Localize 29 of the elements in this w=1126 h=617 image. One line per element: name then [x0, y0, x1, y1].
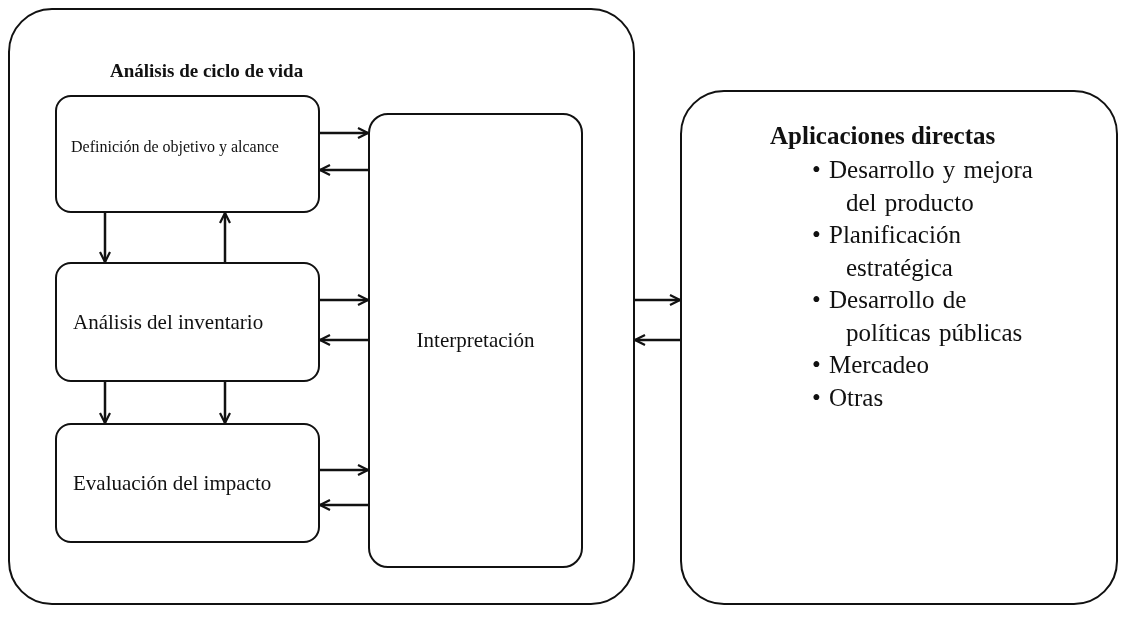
- arrow: [318, 498, 368, 512]
- arrow: [318, 163, 368, 177]
- process-box: [368, 113, 583, 568]
- panel-heading: Aplicaciones directas: [770, 122, 996, 150]
- bullet-item: • Planificación estratégica: [812, 220, 962, 283]
- arrow: [320, 126, 370, 140]
- box-label: Evaluación del impacto: [73, 469, 272, 497]
- process-box: [55, 262, 320, 382]
- arrow: [218, 382, 232, 425]
- arrow: [633, 333, 680, 347]
- box-label: Definición de objetivo y alcance: [71, 137, 279, 158]
- bullet-item: • Desarrollo de políticas públicas: [812, 285, 1024, 348]
- box-label: Interpretación: [416, 327, 535, 355]
- arrow: [320, 293, 370, 307]
- process-box: [55, 423, 320, 543]
- rounded-panel: [8, 8, 635, 605]
- bullet-item: • Desarrollo y mejora del producto: [812, 155, 1034, 218]
- bullet-item: • Otras: [812, 382, 885, 413]
- arrow: [98, 382, 112, 425]
- arrow: [98, 213, 112, 264]
- bullet-item: • Mercadeo: [812, 350, 930, 380]
- arrow: [635, 293, 682, 307]
- arrow: [318, 333, 368, 347]
- box-label: Análisis del inventario: [73, 308, 264, 336]
- section-title: Análisis de ciclo de vida: [110, 60, 304, 82]
- process-box: [55, 95, 320, 213]
- arrow: [218, 211, 232, 262]
- rounded-panel: [680, 90, 1118, 605]
- arrow: [320, 463, 370, 477]
